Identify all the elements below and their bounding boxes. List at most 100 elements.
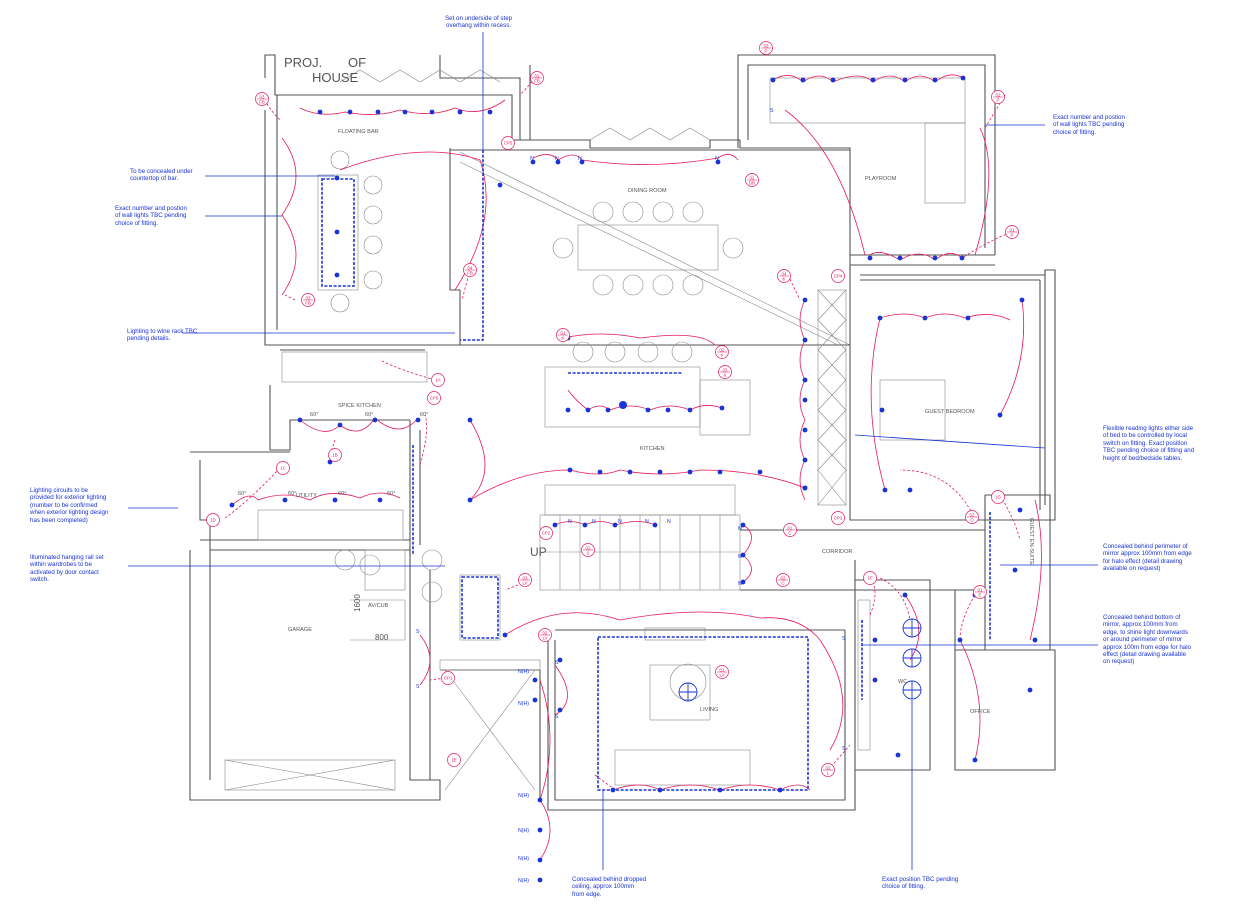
circuit-tag-number: 03 [306,295,311,300]
circuit-tag-room: FB [305,300,311,305]
circuit-tag: CP2 [539,526,553,540]
circuit-tag-number: 02 [720,347,725,352]
circuit-tag-number: 04 [782,271,787,276]
circuit-tag-number: 02 [586,545,591,550]
note-exact-position: Exact position TBC pending choice of fit… [882,876,959,891]
angle-7: 60° [387,491,395,497]
circuit-tag-number: CP5 [504,141,513,146]
circuit-tag-number: CP2 [542,531,551,536]
circuit-tag-room: P [765,48,768,53]
svg-text:N: N [530,156,534,162]
dim-1600: 1600 [353,594,362,612]
svg-text:S: S [842,636,846,642]
circuit-tag: 02P [991,90,1005,104]
circuit-tag-room: LV [522,580,527,585]
svg-text:N: N [568,519,572,525]
room-kitchen: KITCHEN [640,446,665,452]
note-reading-lights: Flexible reading lights either side of b… [1103,425,1195,462]
room-guest-bedroom: GUEST BEDROOM [925,409,975,415]
circuit-tag: CP4 [831,269,845,283]
walls [189,54,1056,811]
circuit-tag: 02K [715,345,729,359]
circuit-tags: 03FB01FBCP503FB04FB02DR03P02P01P01K02K03… [206,41,1019,777]
switch-codes: N N N N N N N N N M M M S S S S S S S N(… [416,108,846,884]
room-guest-en-suite: GUEST EN-SUITE [1028,518,1034,565]
circuit-tag-number: 01 [978,587,983,592]
circuit-tag: 02L [821,763,835,777]
circuit-tag-number: CP6 [430,396,439,401]
circuit-tag-room: C [781,580,784,585]
circuit-tag-room: P [1011,232,1014,237]
circuit-tag: 1G [991,490,1005,504]
room-dining: DINING ROOM [628,188,667,194]
room-av-cub: AV/CUB [368,603,389,609]
circuit-tag-number: CP3 [834,516,843,521]
svg-text:N(H): N(H) [518,793,529,799]
note-wall-lights-left: Exact number and postion of wall lights … [115,205,187,227]
svg-text:S: S [416,629,420,635]
circuit-tag-number: 01 [720,667,725,672]
circuit-tag-room: P [997,97,1000,102]
circuit-tag-number: 02 [543,630,548,635]
room-wc: WC [898,679,907,685]
angle-1: 60° [310,412,318,418]
circuit-tag-room: K [724,372,727,377]
svg-text:N(H): N(H) [518,878,529,884]
circuit-tag-room: FB [534,78,540,83]
stair-treads [540,515,740,590]
dim-800: 800 [375,633,389,642]
circuit-tag-room: FB [467,270,473,275]
circuit-tag: 01E [973,585,987,599]
circuit-tag: 01P [1005,225,1019,239]
note-bar-countertop: To be concealed under countertop of bar. [130,168,193,183]
circuit-tag-room: C [788,530,791,535]
room-corridor: CORRIDOR [822,549,852,555]
circuit-tag: 1A [431,373,445,387]
circuit-tag-number: 01 [1010,227,1015,232]
circuit-tag-room: FB [259,99,265,104]
circuit-tag-number: CP1 [444,676,453,681]
circuit-tag-room: LV [542,635,547,640]
svg-text:N: N [592,519,596,525]
svg-text:N: N [555,156,559,162]
circuit-tag-room: LV [719,672,724,677]
angle-2: 60° [365,412,373,418]
svg-text:S: S [555,660,559,666]
circuit-tag: 01C [783,523,797,537]
note-wine-rack: Lighting to wine rack TBC pending detail… [127,328,198,343]
circuit-tag-number: 03 [523,575,528,580]
circuit-tag-room: E [979,592,982,597]
note-exterior-lighting: Lighting circuits to be provided for ext… [30,487,109,524]
circuit-tag-number: 03 [260,94,265,99]
led-strips [321,150,991,791]
note-dropped-ceiling: Concealed behind dropped ceiling, approx… [572,876,647,898]
note-mirror-bottom: Concealed behind bottom of mirror, appro… [1103,614,1192,666]
circuit-tag-number: 01 [561,330,566,335]
svg-text:N(H): N(H) [518,669,529,675]
circuit-tag-number: 1E [451,758,456,763]
note-mirror-perimeter: Concealed behind perimeter of mirror app… [1103,543,1192,573]
circuit-tag: 1D [206,513,220,527]
circuit-tag: 02C [776,573,790,587]
circuit-tag: 1F [863,571,877,585]
note-wall-lights-right: Exact number and postion of wall lights … [1053,114,1125,136]
circuit-tag-number: 02 [750,175,755,180]
circuit-tag-number: CP4 [834,274,843,279]
circuit-tag: 03P [759,41,773,55]
room-playroom: PLAYROOM [865,176,897,182]
circuit-tag-number: 1B [332,453,337,458]
circuit-tag-number: 02 [826,765,831,770]
svg-text:N: N [715,156,719,162]
wine-rack-cross [817,289,847,506]
angle-4: 60° [238,491,246,497]
room-utility: UTILITY [296,493,317,499]
circuit-tag: 1B [328,448,342,462]
svg-text:M: M [738,526,742,532]
angle-6: 60° [338,491,346,497]
